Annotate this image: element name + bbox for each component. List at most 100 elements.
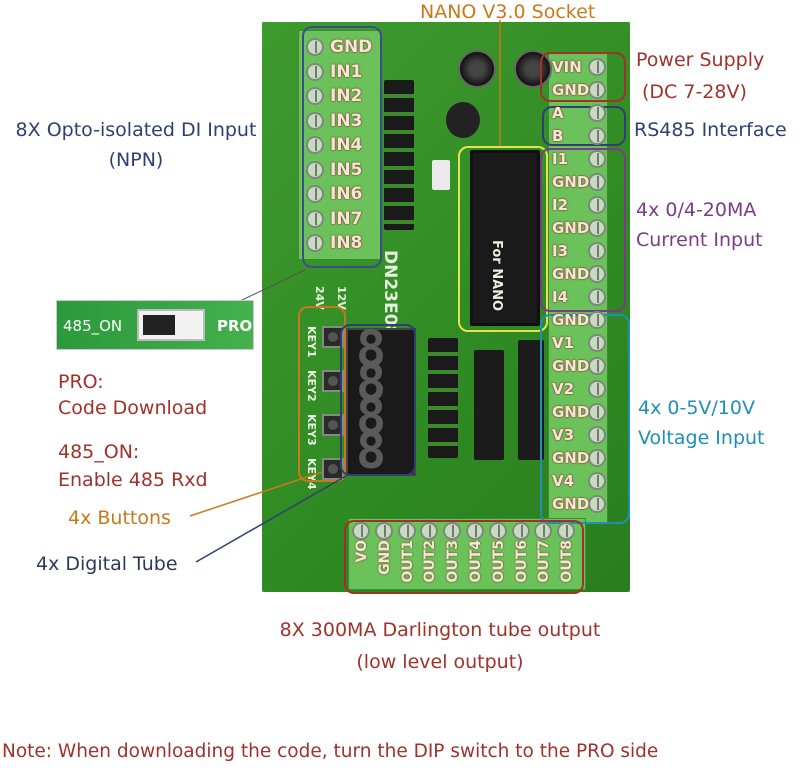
- terminal-screw: [306, 38, 324, 56]
- right-pin-label: I2: [552, 196, 569, 214]
- digital-tube-label: 4x Digital Tube: [36, 553, 178, 575]
- switch-label-485on: 485_ON: [63, 317, 123, 335]
- rs485-ic: [432, 160, 450, 190]
- left-pin-label: GND: [330, 37, 373, 57]
- key2-button[interactable]: [322, 370, 344, 392]
- terminal-screw: [588, 357, 606, 375]
- right-pin-label: V1: [552, 334, 575, 352]
- terminal-screw: [374, 522, 393, 540]
- right-pin-label: V3: [552, 426, 575, 444]
- terminal-screw: [588, 219, 606, 237]
- terminal-screw: [306, 160, 324, 179]
- right-pin-label: VIN: [552, 58, 582, 76]
- terminal-screw: [397, 522, 416, 540]
- terminal-screw: [588, 426, 606, 444]
- output-label-1: 8X 300MA Darlington tube output: [279, 619, 601, 641]
- driver-ic: [474, 350, 504, 460]
- right-pin-label: GND: [552, 495, 590, 513]
- di-input-label-2: (NPN): [108, 149, 164, 171]
- di-input-label-1: 8X Opto-isolated DI Input: [15, 119, 257, 141]
- outline-left-terminals: [302, 26, 382, 268]
- voltage-input-label-2: Voltage Input: [638, 427, 765, 449]
- opto-chip: [384, 80, 414, 230]
- current-input-label-2: Current Input: [636, 229, 763, 251]
- left-pin-label: IN5: [330, 159, 363, 180]
- left-pin-label: IN4: [330, 135, 363, 155]
- outline-buttons: [298, 306, 346, 482]
- outline-nano: [458, 146, 548, 332]
- terminal-screw: [306, 111, 324, 130]
- terminal-screw: [306, 209, 324, 228]
- driver-chip: [428, 338, 458, 458]
- bottom-pin-label: OUT1: [399, 540, 416, 583]
- key1-button[interactable]: [322, 326, 344, 348]
- right-pin-label: GND: [552, 449, 590, 467]
- right-pin-label: V2: [552, 380, 575, 398]
- left-pin-label: IN1: [330, 61, 363, 82]
- key3-button[interactable]: [322, 414, 344, 436]
- output-label-2: (low level output): [356, 651, 524, 673]
- right-pin-label: I4: [552, 288, 569, 306]
- terminal-screw: [588, 127, 606, 145]
- right-pin-label: GND: [552, 265, 590, 283]
- terminal-screw: [488, 522, 507, 540]
- left-pin-label: IN2: [330, 86, 363, 106]
- right-pin-label: GND: [552, 219, 590, 237]
- terminal-screw: [420, 522, 439, 540]
- bottom-pin-label: OUT6: [513, 540, 530, 583]
- terminal-screw: [466, 522, 484, 540]
- dip-switch[interactable]: [137, 309, 205, 341]
- dip-switch-inset: 485_ON PRO: [56, 300, 254, 350]
- terminal-screw: [306, 136, 324, 154]
- voltage-input-label-1: 4x 0-5V/10V: [638, 397, 755, 419]
- terminal-screw: [511, 522, 530, 540]
- terminal-screw: [588, 495, 606, 513]
- terminal-screw: [306, 87, 324, 105]
- bottom-pin-label: VO: [354, 540, 370, 563]
- download-note: Note: When downloading the code, turn th…: [2, 741, 659, 762]
- terminal-screw: [588, 242, 606, 260]
- nano-socket: [470, 150, 540, 326]
- left-pin-label: IN3: [330, 110, 363, 131]
- outline-outputs: [344, 520, 584, 594]
- 485on-label-1: 485_ON:: [58, 441, 140, 463]
- power-supply-label: Power Supply: [636, 49, 765, 71]
- power-range-label: (DC 7-28V): [642, 81, 747, 103]
- display-digits: 8888: [356, 320, 387, 480]
- terminal-screw: [588, 311, 606, 329]
- driver-ic: [518, 340, 544, 460]
- bottom-pin-label: GND: [376, 540, 393, 575]
- current-input-label-1: 4x 0/4-20MA: [636, 199, 757, 221]
- outline-voltage: [540, 314, 630, 524]
- right-pin-label: A: [552, 104, 564, 122]
- right-pin-label: GND: [552, 357, 590, 375]
- nano-socket-label: NANO V3.0 Socket: [420, 1, 596, 23]
- terminal-screw: [306, 234, 324, 252]
- terminal-screw: [588, 472, 606, 490]
- right-pin-label: I3: [552, 242, 569, 260]
- terminal-screw: [306, 62, 324, 81]
- bottom-pin-label: OUT8: [559, 540, 576, 583]
- pro-label-1: PRO:: [58, 371, 104, 393]
- terminal-screw: [534, 522, 553, 540]
- outline-current: [540, 148, 626, 312]
- terminal-screw: [588, 380, 606, 398]
- left-pin-label: IN8: [330, 233, 363, 253]
- terminal-screw: [588, 150, 606, 168]
- right-pin-label: GND: [552, 403, 590, 421]
- terminal-screw: [588, 58, 606, 76]
- outline-power: [540, 52, 626, 102]
- inductor: [446, 102, 480, 138]
- bottom-pin-label: OUT2: [422, 540, 439, 583]
- terminal-screw: [352, 522, 370, 540]
- right-pin-label: V4: [552, 472, 575, 490]
- switch-label-pro: PRO: [217, 317, 253, 335]
- terminal-screw: [588, 104, 606, 122]
- dip-switch-knob[interactable]: [143, 315, 175, 335]
- outline-display: [340, 324, 416, 476]
- right-pin-label: GND: [552, 81, 590, 99]
- right-pin-label: GND: [552, 311, 590, 329]
- pro-label-2: Code Download: [58, 397, 208, 419]
- right-pin-label: B: [552, 127, 564, 145]
- terminal-screw: [306, 185, 324, 203]
